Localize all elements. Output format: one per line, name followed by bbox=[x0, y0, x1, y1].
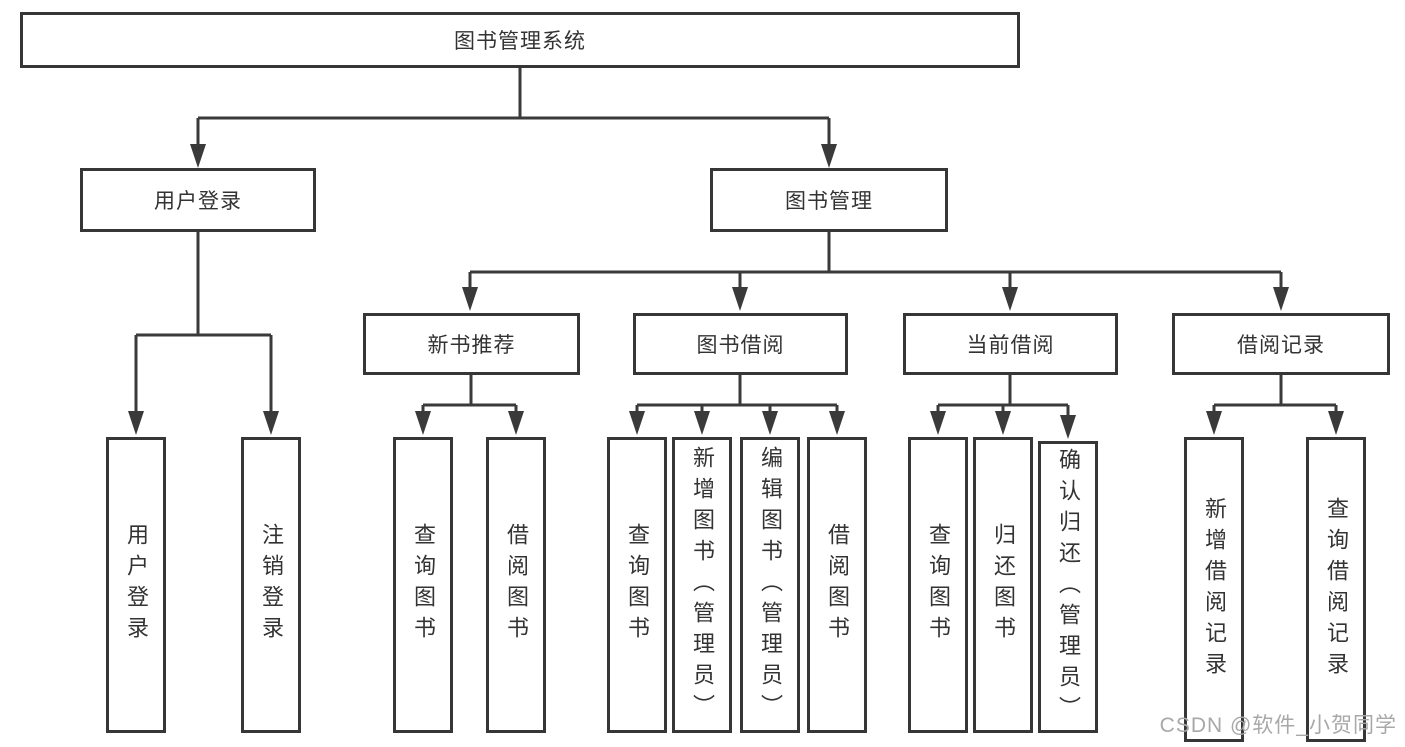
leaf-user-login-label: 用户登录 bbox=[124, 523, 149, 647]
node-book-management: 图书管理 bbox=[710, 168, 948, 232]
leaf-logout-label: 注销登录 bbox=[259, 523, 284, 647]
leaf-borrow-books-recommend: 借阅图书 bbox=[486, 437, 546, 733]
node-borrow-records-label: 借阅记录 bbox=[1237, 334, 1325, 357]
leaf-query-books-borrow: 查询图书 bbox=[607, 437, 667, 733]
node-user-login: 用户登录 bbox=[80, 168, 316, 232]
leaf-borrow-books: 借阅图书 bbox=[807, 437, 867, 733]
leaf-borrow-books-recommend-label: 借阅图书 bbox=[504, 523, 529, 647]
node-book-borrow-label: 图书借阅 bbox=[696, 334, 785, 357]
leaf-add-borrow-record-label: 新增借阅记录 bbox=[1202, 496, 1227, 683]
leaf-logout: 注销登录 bbox=[241, 437, 301, 733]
leaf-borrow-books-label: 借阅图书 bbox=[825, 523, 850, 647]
node-current-borrow-label: 当前借阅 bbox=[966, 334, 1055, 357]
leaf-query-books-current: 查询图书 bbox=[908, 437, 968, 733]
leaf-user-login: 用户登录 bbox=[106, 437, 166, 733]
arrowheads bbox=[128, 144, 1344, 439]
leaf-return-books: 归还图书 bbox=[973, 437, 1033, 733]
node-book-management-label: 图书管理 bbox=[785, 190, 873, 213]
node-current-borrow: 当前借阅 bbox=[903, 313, 1118, 375]
leaf-add-books-admin-label: 新增图书（管理员） bbox=[690, 445, 715, 725]
node-root-label: 图书管理系统 bbox=[454, 30, 586, 53]
leaf-edit-books-admin: 编辑图书（管理员） bbox=[740, 437, 800, 733]
leaf-confirm-return-admin: 确认归还（管理员） bbox=[1038, 441, 1098, 733]
leaf-return-books-label: 归还图书 bbox=[991, 523, 1016, 647]
leaf-add-borrow-record: 新增借阅记录 bbox=[1184, 437, 1244, 742]
leaf-query-books-recommend: 查询图书 bbox=[393, 437, 453, 733]
leaf-confirm-return-admin-label: 确认归还（管理员） bbox=[1056, 447, 1081, 727]
node-user-login-label: 用户登录 bbox=[154, 190, 242, 213]
csdn-watermark: CSDN @软件_小贺同学 bbox=[1159, 714, 1397, 737]
leaf-query-books-current-label: 查询图书 bbox=[926, 523, 951, 647]
node-new-book-recommend: 新书推荐 bbox=[363, 313, 580, 375]
leaf-add-books-admin: 新增图书（管理员） bbox=[672, 437, 732, 733]
node-new-book-recommend-label: 新书推荐 bbox=[427, 334, 516, 357]
node-borrow-records: 借阅记录 bbox=[1172, 313, 1390, 375]
leaf-edit-books-admin-label: 编辑图书（管理员） bbox=[758, 445, 783, 725]
leaf-query-books-borrow-label: 查询图书 bbox=[625, 523, 650, 647]
leaf-query-books-recommend-label: 查询图书 bbox=[411, 523, 436, 647]
leaf-query-borrow-record: 查询借阅记录 bbox=[1306, 437, 1366, 742]
node-root: 图书管理系统 bbox=[20, 12, 1020, 68]
node-book-borrow: 图书借阅 bbox=[633, 313, 848, 375]
leaf-query-borrow-record-label: 查询借阅记录 bbox=[1324, 496, 1349, 683]
